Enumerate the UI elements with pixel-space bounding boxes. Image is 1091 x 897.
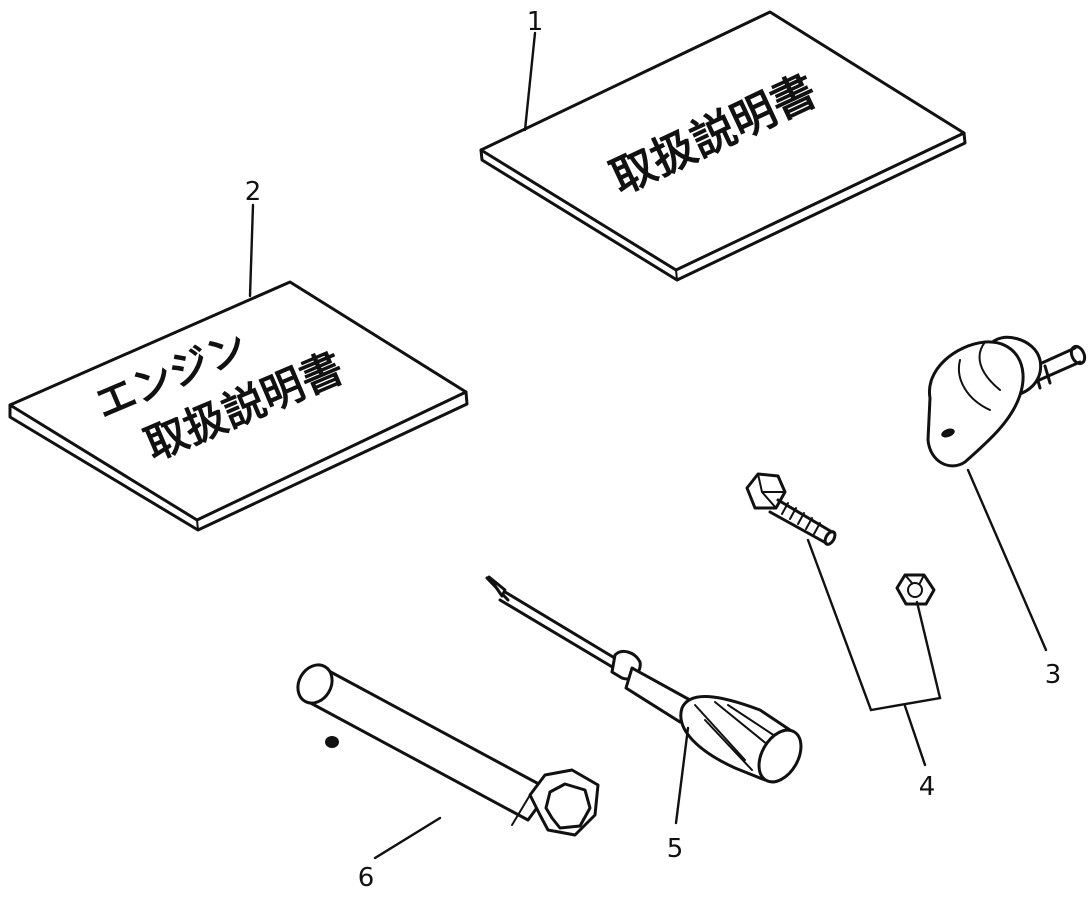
leader-4 <box>806 538 942 767</box>
callout-6: 6 <box>358 863 375 893</box>
owners-manual: 取扱説明書 <box>479 10 967 282</box>
callout-3: 3 <box>1045 660 1062 690</box>
leader-lines <box>248 31 1048 860</box>
leader-2 <box>248 203 255 298</box>
leader-1 <box>523 31 537 132</box>
callout-4: 4 <box>919 772 936 802</box>
callout-2: 2 <box>245 177 262 207</box>
callout-numbers: 1 2 3 4 5 6 <box>245 7 1062 893</box>
bolt <box>745 472 837 546</box>
nut <box>895 573 936 606</box>
leader-3 <box>966 468 1048 652</box>
box-wrench <box>296 663 600 837</box>
callout-1: 1 <box>527 7 544 37</box>
plug-knob <box>926 335 1087 468</box>
leader-6 <box>373 816 442 860</box>
leader-5 <box>674 726 690 825</box>
engine-manual: エンジン 取扱説明書 <box>8 280 469 532</box>
callout-5: 5 <box>667 834 684 864</box>
screwdriver <box>485 575 803 784</box>
